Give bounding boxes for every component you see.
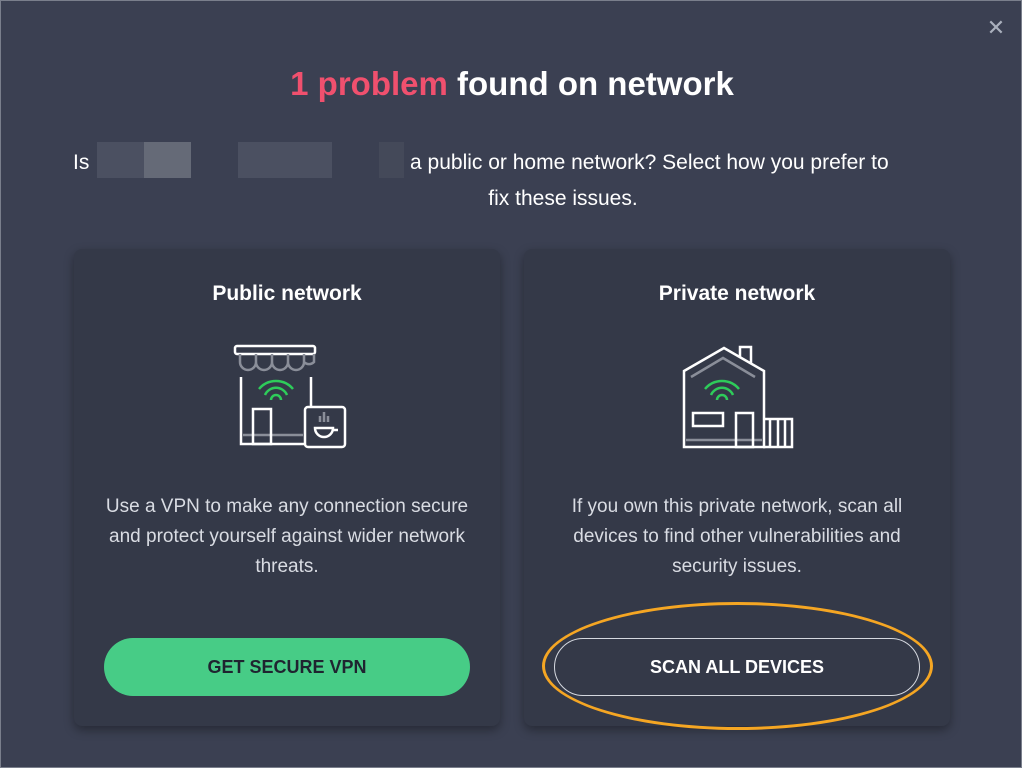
get-secure-vpn-button[interactable]: GET SECURE VPN [104, 638, 470, 696]
storefront-wifi-coffee-icon [233, 344, 347, 449]
button-label: SCAN ALL DEVICES [649, 656, 825, 677]
scan-all-devices-button[interactable]: SCAN ALL DEVICES [554, 638, 920, 696]
card-description: If you own this private network, scan al… [571, 496, 903, 577]
question-prefix: Is [73, 151, 90, 174]
house-wifi-icon [682, 345, 794, 449]
card-title: Private network [658, 282, 816, 305]
card-title: Public network [212, 282, 362, 305]
page-title: 1 problem found on network [1, 65, 1022, 103]
private-network-card: Private network If you own this private … [524, 249, 950, 726]
network-question: Is a public or home network? Select how … [73, 142, 953, 217]
close-button[interactable]: ✕ [985, 17, 1007, 39]
question-line1: a public or home network? Select how you… [410, 151, 889, 174]
question-line2: fix these issues. [488, 187, 638, 211]
public-network-card: Public network Use a VPN to make any con… [74, 249, 500, 726]
card-description: Use a VPN to make any connection secure … [105, 496, 469, 577]
redacted-network-name [95, 142, 410, 179]
close-icon: ✕ [986, 15, 1006, 40]
button-label: GET SECURE VPN [207, 656, 367, 677]
title-text: found on network [447, 65, 734, 102]
problem-count: 1 problem [290, 65, 448, 102]
